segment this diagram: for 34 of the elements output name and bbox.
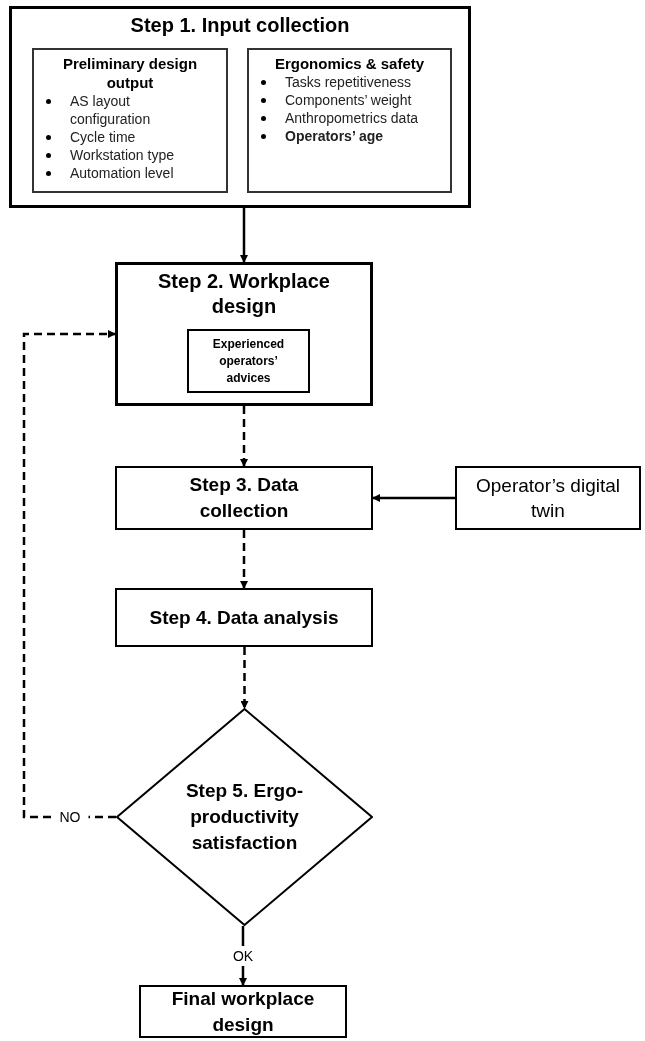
- list-item: Tasks repetitiveness: [285, 73, 413, 91]
- step-title: Step 2. Workplace design: [157, 269, 331, 319]
- list-item: Workstation type: [70, 146, 175, 164]
- list-item: Cycle time: [70, 128, 137, 146]
- list-heading: Preliminary design output: [61, 54, 199, 92]
- list-item: Components’ weight: [285, 91, 413, 109]
- step-title: Step 4. Data analysis: [148, 605, 340, 630]
- arrow: [22, 330, 116, 819]
- list-item: Operators’ age: [285, 127, 385, 145]
- step-title: Step 5. Ergo-productivity satisfaction: [184, 779, 305, 855]
- step-title: Step 3. Data collection: [188, 473, 300, 523]
- step-title: Final workplace design: [170, 986, 316, 1037]
- list-item: Anthropometrics data: [285, 109, 420, 127]
- step-box: [115, 466, 373, 530]
- advice-text: Experienced operators’ advices: [211, 335, 286, 387]
- step-box: [9, 6, 471, 208]
- step-title: Step 1. Input collection: [129, 13, 351, 38]
- step-title: Operator’s digital twin: [475, 474, 621, 523]
- arrow: [240, 406, 248, 467]
- list-item: AS layout configuration: [70, 92, 152, 128]
- arrow: [240, 208, 248, 263]
- list-item: Automation level: [70, 164, 175, 182]
- advice-box: [187, 329, 310, 393]
- step-box: [139, 985, 347, 1038]
- arrow: [372, 494, 455, 502]
- input-box: [455, 466, 641, 530]
- input-list-box: [32, 48, 228, 193]
- step-box: [115, 588, 373, 647]
- list-heading: Ergonomics & safety: [273, 54, 426, 73]
- decision-diamond: [116, 708, 373, 926]
- step-box: [115, 262, 373, 406]
- arrow: [240, 647, 249, 709]
- arrow: [240, 530, 248, 589]
- input-list-box: [247, 48, 452, 193]
